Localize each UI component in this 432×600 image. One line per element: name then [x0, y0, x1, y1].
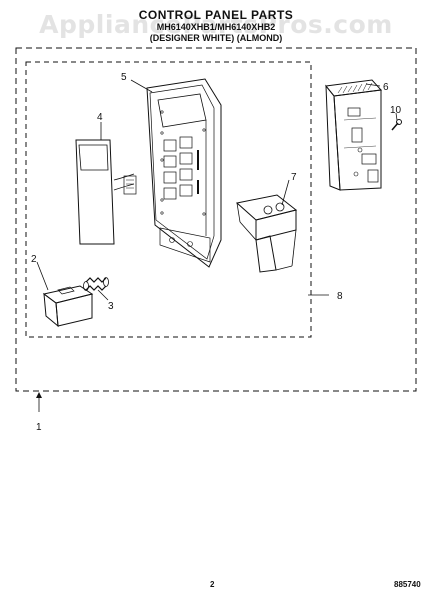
callout-10: 10: [390, 105, 402, 116]
control-panel-housing-part: [146, 78, 222, 268]
callout-3: 3: [108, 301, 114, 312]
callout-2: 2: [31, 254, 37, 265]
callout-8: 8: [337, 291, 343, 302]
callout-1: 1: [36, 422, 42, 433]
callout-5: 5: [121, 72, 127, 83]
latch-bracket-part: [235, 194, 298, 273]
circuit-board-part: [325, 79, 383, 191]
page-number: 2: [210, 580, 215, 589]
document-number: 885740: [394, 580, 421, 589]
screw-part: [391, 119, 402, 131]
model-numbers: MH6140XHB1/MH6140XHB2: [156, 22, 276, 32]
color-description: (DESIGNER WHITE) (ALMOND): [149, 33, 283, 43]
callout-6: 6: [383, 82, 389, 93]
callout-7: 7: [291, 172, 297, 183]
door-release-button-part: [42, 285, 94, 328]
touch-pad-part: [75, 139, 137, 245]
callout-4: 4: [97, 112, 103, 123]
spring-part: [83, 277, 109, 291]
outer-assembly-boundary: [15, 47, 417, 392]
inner-assembly-boundary: [25, 61, 312, 338]
leader-lines: [36, 79, 398, 412]
watermark-text: AppliancePartsPros.com: [39, 10, 393, 39]
diagram-title: CONTROL PANEL PARTS: [138, 8, 294, 22]
